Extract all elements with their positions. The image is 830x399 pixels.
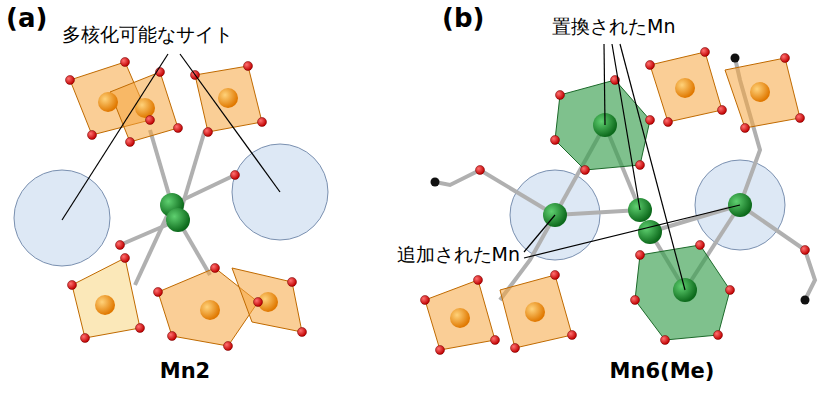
site-circle bbox=[14, 170, 110, 266]
annotation-label: 多核化可能なサイト bbox=[62, 24, 233, 45]
mn2-structure bbox=[14, 54, 328, 351]
annotation-label: 追加されたMn bbox=[397, 244, 520, 265]
leader-lines bbox=[62, 54, 280, 220]
mn6-structure bbox=[421, 44, 816, 355]
octahedra bbox=[555, 80, 730, 340]
mn-atoms bbox=[543, 113, 752, 302]
tetrahedra bbox=[70, 62, 302, 346]
panel-letter: (b) bbox=[442, 4, 484, 33]
oxygen-atoms bbox=[66, 58, 307, 351]
tetrahedra bbox=[425, 52, 800, 350]
panel-letter: (a) bbox=[6, 4, 47, 33]
orange-atoms bbox=[450, 78, 770, 328]
orange-atoms bbox=[95, 88, 278, 320]
leader-lines bbox=[524, 44, 740, 290]
bonds bbox=[120, 130, 235, 285]
compound-name: Mn2 bbox=[160, 360, 210, 383]
annotation-label: 置換されたMn bbox=[552, 16, 675, 37]
compound-name: Mn6(Me) bbox=[610, 360, 715, 383]
oxygen-atoms bbox=[421, 48, 810, 355]
mn-atoms bbox=[160, 193, 190, 232]
